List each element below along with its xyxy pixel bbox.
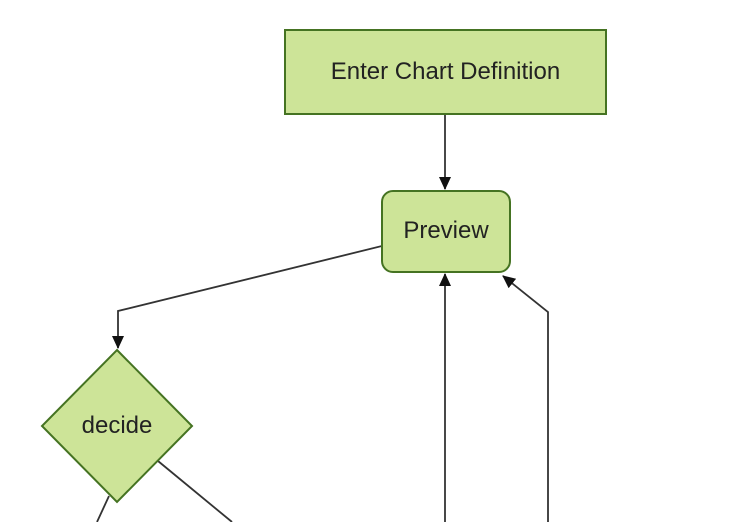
edge-offscreen-to-preview-corner <box>502 275 549 522</box>
edge-decide-to-offscreen-left <box>96 495 110 522</box>
node-decide-label: decide <box>81 411 153 439</box>
node-enter-chart-definition-shape <box>284 29 607 115</box>
edge-preview-to-decide <box>112 245 383 349</box>
node-preview-label: Preview <box>403 217 489 245</box>
edge-layer <box>96 114 549 522</box>
edge-decide-to-offscreen-right <box>157 460 233 522</box>
node-decide-shape <box>40 348 194 504</box>
node-layer <box>40 29 607 504</box>
node-preview-shape <box>381 190 511 273</box>
node-enter-chart-definition-label: Enter Chart Definition <box>330 57 561 85</box>
